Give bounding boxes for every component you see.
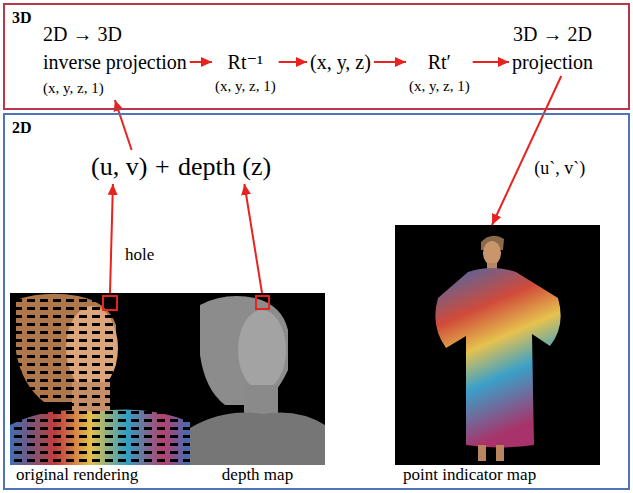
node-text: Rt′ <box>409 48 470 76</box>
hole-marker <box>103 296 117 310</box>
leg <box>478 445 486 461</box>
arrow-connector <box>115 100 132 150</box>
image-caption: point indicator map <box>403 465 600 485</box>
text-node: Rt′(x, y, z, 1) <box>406 48 473 96</box>
text-node: 2D → 3Dinverse projection(x, y, z, 1) <box>40 20 190 100</box>
arrow-connector <box>190 61 212 63</box>
node-subtext: (x, y, z, 1) <box>43 76 187 100</box>
node-subtext: (x, y, z, 1) <box>409 76 470 96</box>
operator-label: + <box>155 150 170 184</box>
arrow-connector <box>473 61 509 63</box>
text-node: (u, v) <box>88 150 150 184</box>
edge-label: (u`, v`) <box>532 157 587 179</box>
depth-map-image <box>190 293 325 465</box>
image-caption: depth map <box>190 465 325 485</box>
arrow-connector <box>244 184 262 293</box>
text-node: Rt⁻¹(x, y, z, 1) <box>212 48 279 96</box>
text-node: 3D → 2Dprojection <box>509 20 596 76</box>
node-subtext: projection <box>512 48 593 76</box>
image-ground <box>190 293 325 465</box>
node-text: 3D → 2D <box>512 20 593 48</box>
node-text: 2D → 3D <box>43 20 187 48</box>
neck-depth <box>244 385 278 417</box>
panel-heading: 2D <box>12 118 621 138</box>
node-subtext: (x, y, z, 1) <box>215 76 276 96</box>
node-subtext: inverse projection <box>43 48 187 76</box>
node-text: depth (z) <box>178 150 271 184</box>
depth-marker <box>256 296 269 309</box>
arrow-connector <box>279 61 307 63</box>
body-depth <box>190 412 325 465</box>
arrow-connector <box>374 61 406 63</box>
node-text: Rt⁻¹ <box>215 48 276 76</box>
text-node: (x, y, z) <box>307 48 374 76</box>
image-caption: original rendering <box>16 465 190 485</box>
text-node: depth (z) <box>175 150 274 184</box>
edge-label: hole <box>123 244 156 266</box>
arrow-connector <box>492 76 561 225</box>
caftan <box>435 268 560 448</box>
hole-pattern <box>12 298 190 464</box>
image-panel: point indicator map <box>395 225 600 485</box>
face-depth <box>238 310 286 390</box>
image-panel: original rendering <box>10 293 190 485</box>
node-text: (x, y, z) <box>310 48 371 76</box>
node-text: (u, v) <box>91 150 147 184</box>
image-panel: depth map <box>190 293 325 485</box>
head <box>483 241 501 265</box>
panel-box: 3D2D → 3Dinverse projection(x, y, z, 1)R… <box>3 3 630 110</box>
image-ground <box>10 293 190 465</box>
arrow-connector <box>110 184 113 293</box>
image-ground <box>395 225 600 465</box>
original-rendering-image <box>10 293 190 465</box>
point-indicator-image <box>395 225 600 465</box>
leg <box>496 445 504 461</box>
